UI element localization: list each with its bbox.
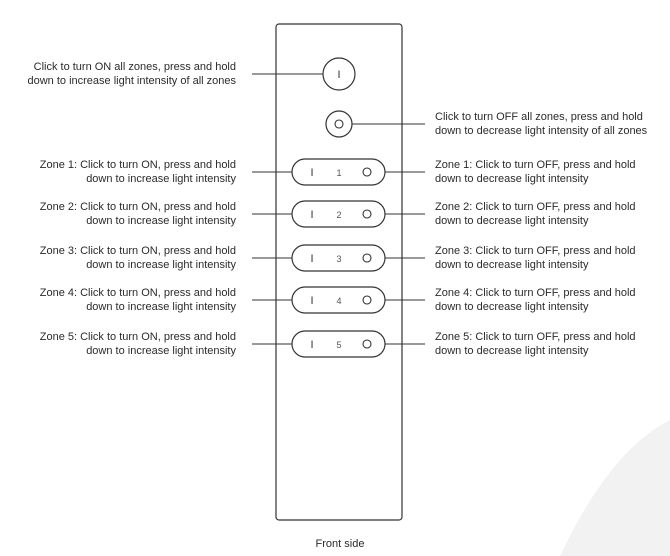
all-off-symbol-icon — [334, 119, 344, 129]
zone-5-off-label-line-1: Zone 5: Click to turn OFF, press and hol… — [435, 331, 636, 343]
background-curve — [560, 420, 670, 556]
zone-5-on-label-line-2: down to increase light intensity — [86, 345, 236, 357]
zone-4-off-symbol-icon — [362, 295, 372, 305]
remote-body — [275, 23, 403, 521]
zone-4-off-label-line-2: down to decrease light intensity — [435, 301, 589, 313]
zone-4-on-label: Zone 4: Click to turn ON, press and hold… — [40, 286, 236, 314]
zone-2-off-label: Zone 2: Click to turn OFF, press and hol… — [435, 200, 636, 228]
zone-3-on-label: Zone 3: Click to turn ON, press and hold… — [40, 244, 236, 272]
all-on-label: Click to turn ON all zones, press and ho… — [27, 60, 236, 88]
all-zones-off-button[interactable] — [325, 110, 353, 138]
zone-1-on-label-line-2: down to increase light intensity — [86, 173, 236, 185]
all-off-label: Click to turn OFF all zones, press and h… — [435, 110, 647, 138]
zone-2-on-label-line-2: down to increase light intensity — [86, 215, 236, 227]
zone-5-off-symbol-icon — [362, 339, 372, 349]
zone-1-on-label-line-1: Zone 1: Click to turn ON, press and hold — [39, 159, 236, 171]
all-off-label-line-2: down to decrease light intensity of all … — [435, 125, 648, 137]
zone-1-off-label-line-1: Zone 1: Click to turn OFF, press and hol… — [435, 159, 636, 171]
zone-3-off-label-line-2: down to decrease light intensity — [435, 259, 589, 271]
zone-4-off-label: Zone 4: Click to turn OFF, press and hol… — [435, 286, 636, 314]
zone-2-off-symbol-icon — [362, 209, 372, 219]
zone-3-on-label-line-2: down to increase light intensity — [86, 259, 236, 271]
all-on-label-line-1: Click to turn ON all zones, press and ho… — [33, 61, 236, 73]
figure-caption: Front side — [315, 538, 365, 550]
zone-5-number: 5 — [336, 340, 341, 350]
zone-4-number: 4 — [336, 296, 341, 306]
all-zones-on-button[interactable]: I — [322, 57, 356, 91]
all-on-label-line-2: down to increase light intensity of all … — [27, 75, 236, 87]
zone-1-on-symbol: I — [310, 167, 313, 179]
zone-4-on-label-line-1: Zone 4: Click to turn ON, press and hold — [39, 287, 236, 299]
zone-3-on-symbol: I — [310, 253, 313, 265]
zone-5-on-label-line-1: Zone 5: Click to turn ON, press and hold — [39, 331, 236, 343]
zone-4-on-symbol: I — [310, 295, 313, 307]
zone-2-on-label: Zone 2: Click to turn ON, press and hold… — [40, 200, 236, 228]
zone-5-off-label-line-2: down to decrease light intensity — [435, 345, 589, 357]
zone-3-off-label-line-1: Zone 3: Click to turn OFF, press and hol… — [435, 245, 636, 257]
zone-1-number: 1 — [336, 168, 341, 178]
zone-5-on-label: Zone 5: Click to turn ON, press and hold… — [40, 330, 236, 358]
all-off-circle — [325, 110, 353, 138]
zone-2-on-label-line-1: Zone 2: Click to turn ON, press and hold — [39, 201, 236, 213]
all-off-label-line-1: Click to turn OFF all zones, press and h… — [435, 111, 643, 123]
zone-1-on-label: Zone 1: Click to turn ON, press and hold… — [40, 158, 236, 186]
zone-1-off-symbol-icon — [362, 167, 372, 177]
zone-2-off-label-line-2: down to decrease light intensity — [435, 215, 589, 227]
zone-4-off-label-line-1: Zone 4: Click to turn OFF, press and hol… — [435, 287, 636, 299]
zone-1-off-label: Zone 1: Click to turn OFF, press and hol… — [435, 158, 636, 186]
zone-3-off-symbol-icon — [362, 253, 372, 263]
zone-2-on-symbol: I — [310, 209, 313, 221]
all-on-symbol: I — [337, 69, 340, 81]
zone-1-off-label-line-2: down to decrease light intensity — [435, 173, 589, 185]
zone-3-number: 3 — [336, 254, 341, 264]
zone-2-number: 2 — [336, 210, 341, 220]
zone-4-on-label-line-2: down to increase light intensity — [86, 301, 236, 313]
zone-3-off-label: Zone 3: Click to turn OFF, press and hol… — [435, 244, 636, 272]
zone-5-off-label: Zone 5: Click to turn OFF, press and hol… — [435, 330, 636, 358]
zone-3-on-label-line-1: Zone 3: Click to turn ON, press and hold — [39, 245, 236, 257]
zone-5-on-symbol: I — [310, 339, 313, 351]
zone-2-off-label-line-1: Zone 2: Click to turn OFF, press and hol… — [435, 201, 636, 213]
